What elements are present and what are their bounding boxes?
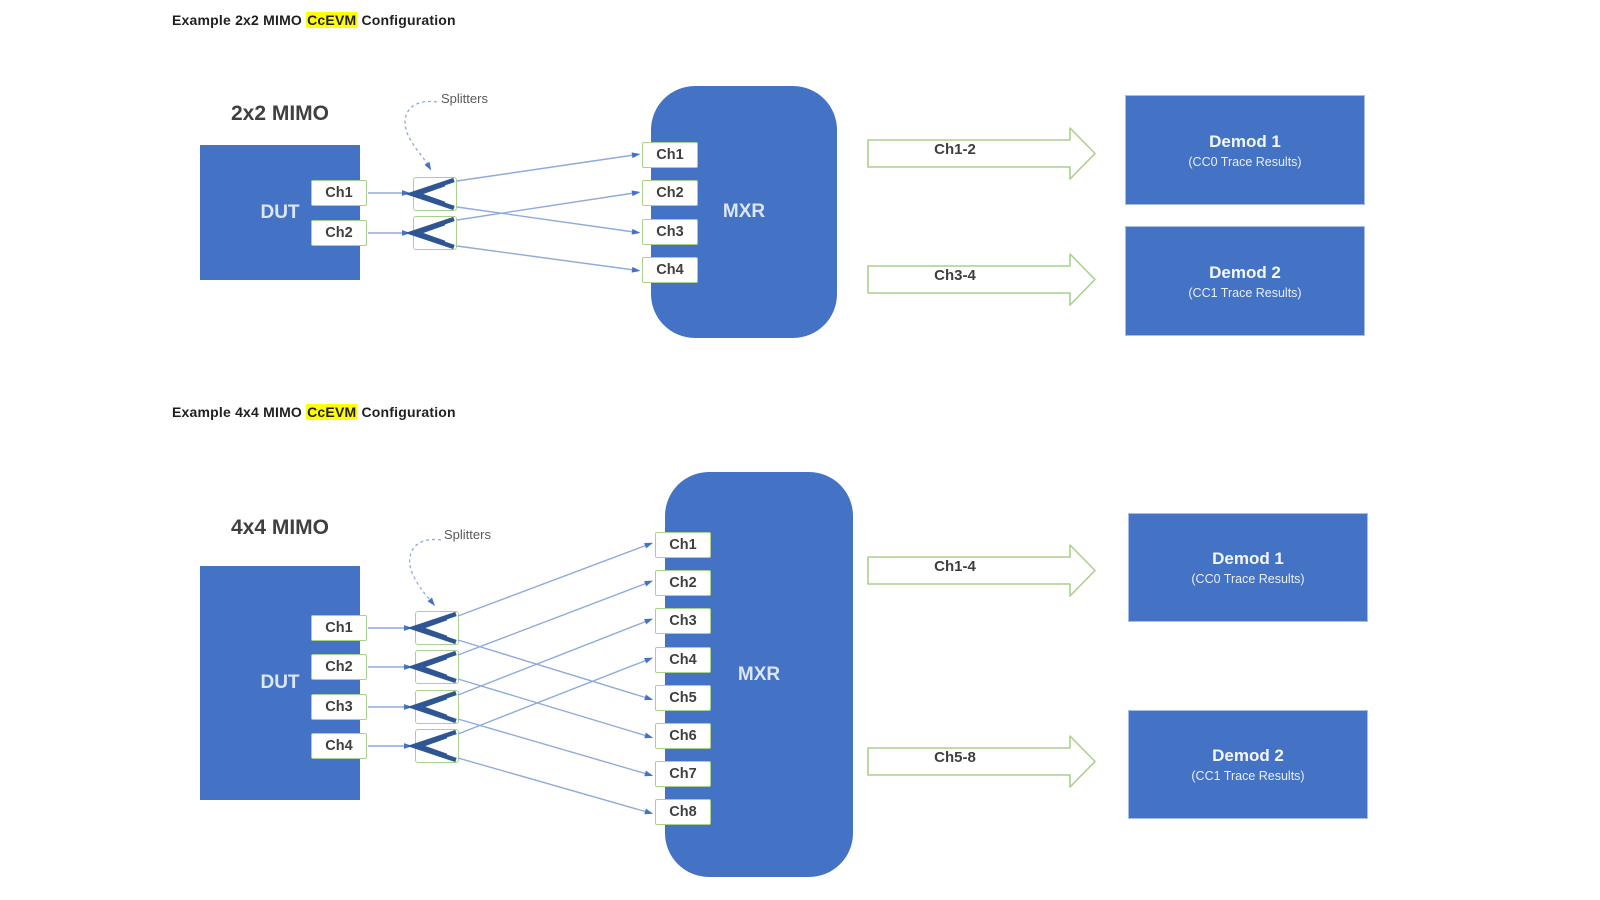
splitter-box-1: [415, 611, 459, 645]
demod-subtitle: (CC0 Trace Results): [1191, 572, 1305, 586]
flow-arrow-label-ch1-2: Ch1-2: [934, 141, 976, 158]
splitters-label-2x2: Splitters: [441, 91, 488, 106]
dut-port-ch2: Ch2: [311, 220, 367, 246]
dut-port-ch2: Ch2: [311, 654, 367, 680]
demod-title: Demod 2: [1209, 262, 1281, 282]
splitter-box-4: [415, 729, 459, 763]
title-prefix: Example 2x2 MIMO: [172, 12, 307, 28]
splitter-box-2: [415, 650, 459, 684]
title-highlight: CcEVM: [306, 404, 358, 420]
mxr-port-ch3: Ch3: [642, 219, 698, 245]
dut-box-2x2: DUT: [200, 145, 360, 280]
mxr-port-ch6: Ch6: [655, 723, 711, 749]
splitter-box-2: [413, 216, 457, 250]
dut-label: DUT: [260, 672, 300, 693]
mxr-port-ch2: Ch2: [642, 180, 698, 206]
mxr-port-ch1: Ch1: [655, 532, 711, 558]
demod-box-1-4x4: Demod 1 (CC0 Trace Results): [1128, 513, 1368, 622]
section-title-4x4: Example 4x4 MIMO CcEVM Configuration: [172, 404, 456, 420]
demod-box-2-4x4: Demod 2 (CC1 Trace Results): [1128, 710, 1368, 819]
mxr-port-ch2: Ch2: [655, 570, 711, 596]
mxr-port-ch8: Ch8: [655, 799, 711, 825]
mxr-port-ch4: Ch4: [655, 647, 711, 673]
splitter-box-3: [415, 690, 459, 724]
demod-title: Demod 1: [1212, 549, 1284, 568]
mxr-port-ch1: Ch1: [642, 142, 698, 168]
mimo-type-label-2x2: 2x2 MIMO: [230, 102, 330, 125]
demod-box-2-2x2: Demod 2 (CC1 Trace Results): [1125, 226, 1365, 336]
demod-subtitle: (CC0 Trace Results): [1188, 154, 1302, 169]
splitter-box-1: [413, 177, 457, 211]
mxr-label: MXR: [722, 201, 766, 222]
title-highlight: CcEVM: [306, 12, 358, 28]
demod-subtitle: (CC1 Trace Results): [1191, 769, 1305, 783]
demod-title: Demod 1: [1209, 131, 1281, 151]
connector-lines-4x4: [368, 542, 654, 815]
title-suffix: Configuration: [357, 12, 456, 28]
flow-arrow-label-ch5-8: Ch5-8: [934, 749, 976, 766]
mxr-box-2x2: MXR: [651, 86, 837, 338]
demod-box-1-2x2: Demod 1 (CC0 Trace Results): [1125, 95, 1365, 205]
demod-title: Demod 2: [1212, 746, 1284, 765]
dut-port-ch1: Ch1: [311, 180, 367, 206]
flow-arrow-label-ch1-4: Ch1-4: [934, 558, 976, 575]
flow-arrow-label-ch3-4: Ch3-4: [934, 267, 976, 284]
mxr-label: MXR: [737, 663, 781, 685]
dut-box-4x4: DUT: [200, 566, 360, 800]
title-suffix: Configuration: [357, 404, 456, 420]
dut-port-ch3: Ch3: [311, 694, 367, 720]
demod-subtitle: (CC1 Trace Results): [1188, 285, 1302, 300]
mxr-port-ch3: Ch3: [655, 608, 711, 634]
splitters-label-4x4: Splitters: [444, 527, 491, 542]
connector-lines-2x2: [368, 152, 641, 273]
section-title-2x2: Example 2x2 MIMO CcEVM Configuration: [172, 12, 456, 28]
splitters-pointer-arrow-4x4: [409, 538, 442, 607]
mimo-type-label-4x4: 4x4 MIMO: [230, 516, 330, 539]
dut-port-ch1: Ch1: [311, 615, 367, 641]
dut-label: DUT: [260, 201, 300, 223]
dut-port-ch4: Ch4: [311, 733, 367, 759]
mxr-port-ch7: Ch7: [655, 761, 711, 787]
splitters-pointer-arrow-2x2: [404, 100, 438, 171]
title-prefix: Example 4x4 MIMO: [172, 404, 307, 420]
mxr-port-ch5: Ch5: [655, 685, 711, 711]
mxr-port-ch4: Ch4: [642, 257, 698, 283]
